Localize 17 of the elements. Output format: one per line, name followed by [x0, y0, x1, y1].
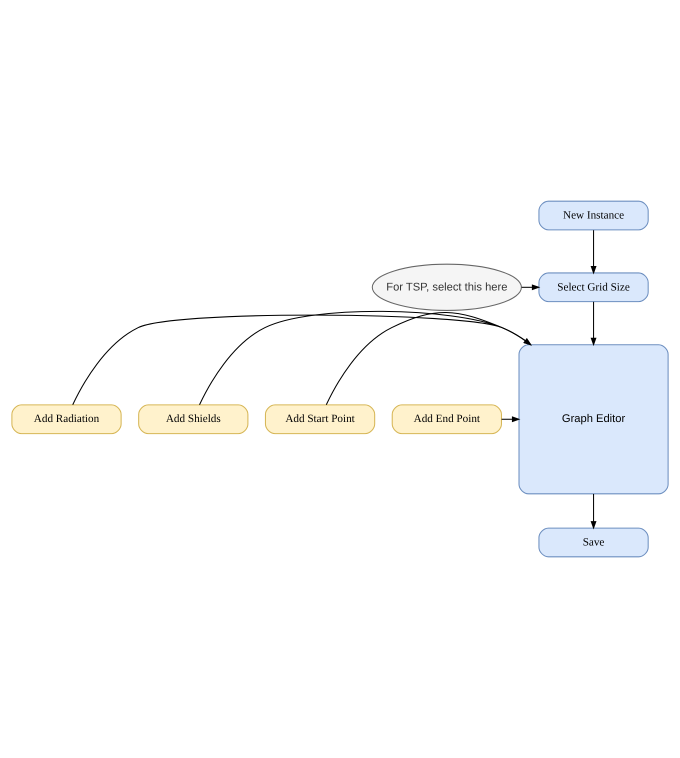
arrow — [199, 310, 532, 405]
arrow — [590, 230, 597, 274]
arrow — [522, 284, 540, 290]
node-box: Add Shields — [138, 404, 248, 434]
arrow — [72, 314, 532, 405]
node-box: Add Radiation — [11, 404, 122, 434]
node-box: Select Grid Size — [538, 272, 649, 302]
node-ellipse: For TSP, select this here — [372, 264, 522, 311]
node-box: New Instance — [538, 200, 649, 230]
arrow — [590, 494, 597, 530]
arrow — [326, 312, 532, 405]
node-box: Add Start Point — [264, 404, 376, 434]
arrow — [590, 302, 597, 346]
node-box: Add End Point — [392, 404, 502, 434]
node-box: Save — [538, 528, 649, 558]
node-box: Graph Editor — [518, 344, 669, 494]
arrow — [502, 416, 520, 422]
